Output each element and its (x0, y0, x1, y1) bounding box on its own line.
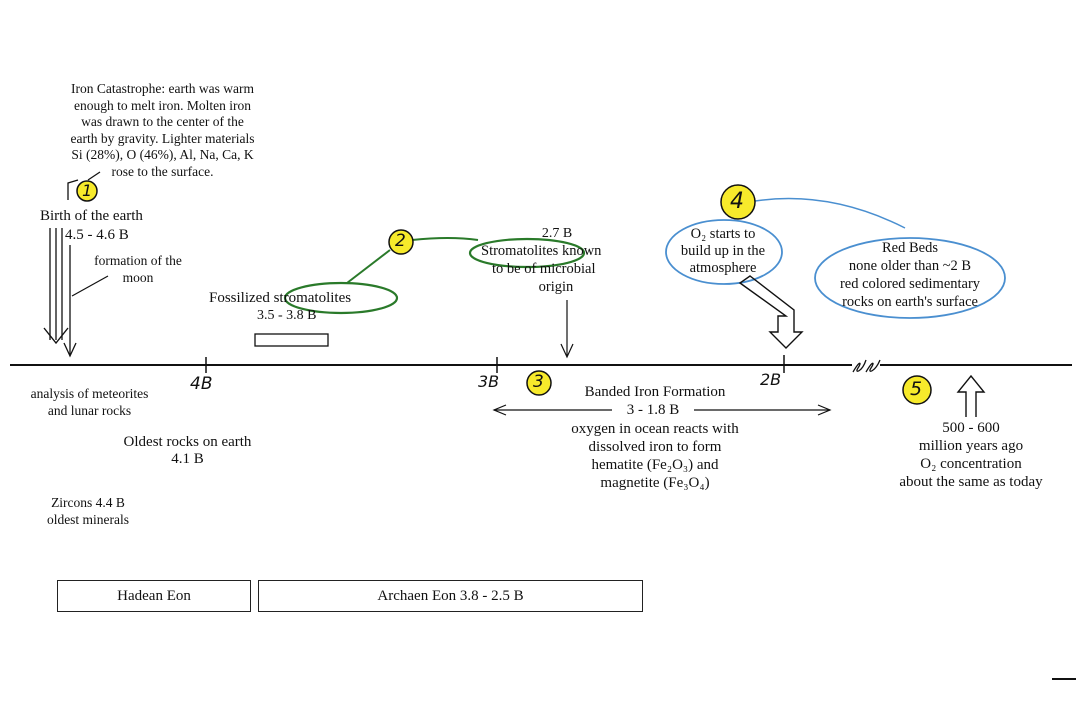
moon-label: formation of the moon (94, 253, 182, 285)
oxygen-hollow-arrow (738, 275, 804, 349)
moon-pointer (71, 275, 109, 297)
fossil-green-circle (283, 281, 399, 315)
marker-3-label: 3 (533, 372, 544, 392)
tick-4b-label: 4B (190, 374, 213, 394)
marker-4-label: 4 (730, 189, 744, 214)
oldest-rocks-label: Oldest rocks on earth 4.1 B (123, 434, 252, 467)
birth-title: Birth of the earth (40, 208, 143, 224)
microbial-line2: to be of microbial (492, 261, 596, 277)
marker-3-icon (526, 370, 552, 396)
green-connector-2 (411, 237, 479, 241)
zircons-label: Zircons 4.4 B oldest minerals (46, 495, 130, 527)
banded-range: 3 - 1.8 B (626, 402, 680, 418)
banded-text: oxygen in ocean reacts with dissolved ir… (571, 421, 739, 491)
redbeds-blue-circle (814, 237, 1006, 319)
microbial-line1: Stromatolites known (481, 243, 602, 259)
marker-2-label: 2 (395, 231, 406, 251)
iron-catastrophe-text: Iron Catastrophe: earth was warm enough … (70, 81, 255, 179)
modern-text: 500 - 600 million years ago O₂ concentra… (899, 420, 1043, 490)
marker-4-icon (720, 184, 756, 220)
microbial-line3: origin (538, 279, 574, 295)
green-connector-1 (346, 249, 391, 284)
marker-5-icon (902, 375, 932, 405)
red-beds-text: Red Beds none older than ~2 B red colore… (839, 240, 981, 310)
iron-pointer (87, 171, 101, 181)
marker-1-stand (67, 179, 79, 200)
banded-arrow-left-head (492, 404, 507, 416)
tick-2b-label: 2B (760, 370, 782, 389)
meteorites-label: analysis of meteorites and lunar rocks (30, 386, 149, 418)
fossil-range-bracket (254, 333, 329, 347)
banded-arrow-right-head (817, 404, 832, 416)
banded-title: Banded Iron Formation (584, 384, 726, 400)
fossil-label: Fossilized stromatolites (209, 290, 352, 306)
microbial-age: 2.7 B (541, 226, 573, 241)
archaen-eon-box: Archaen Eon 3.8 - 2.5 B (258, 580, 643, 612)
axis-break-mark (852, 359, 881, 373)
microbial-arrow-head (560, 343, 574, 359)
fossil-age: 3.5 - 3.8 B (257, 308, 317, 323)
modern-up-arrow (956, 374, 986, 417)
oxygen-blue-circle (665, 219, 783, 285)
microbial-green-circle (468, 237, 586, 269)
birth-age: 4.5 - 4.6 B (65, 227, 129, 243)
birth-arrow-head (43, 327, 69, 345)
blue-connector (754, 197, 906, 229)
marker-1-icon (76, 180, 98, 202)
marker-2-icon (388, 229, 414, 255)
moon-arrow-head (63, 342, 77, 358)
marker-1-label: 1 (82, 181, 93, 200)
oxygen-text: O₂ starts to build up in the atmosphere (680, 226, 766, 276)
tick-3b-label: 3B (478, 372, 500, 391)
hadean-eon-box: Hadean Eon (57, 580, 251, 612)
marker-5-label: 5 (910, 378, 923, 400)
